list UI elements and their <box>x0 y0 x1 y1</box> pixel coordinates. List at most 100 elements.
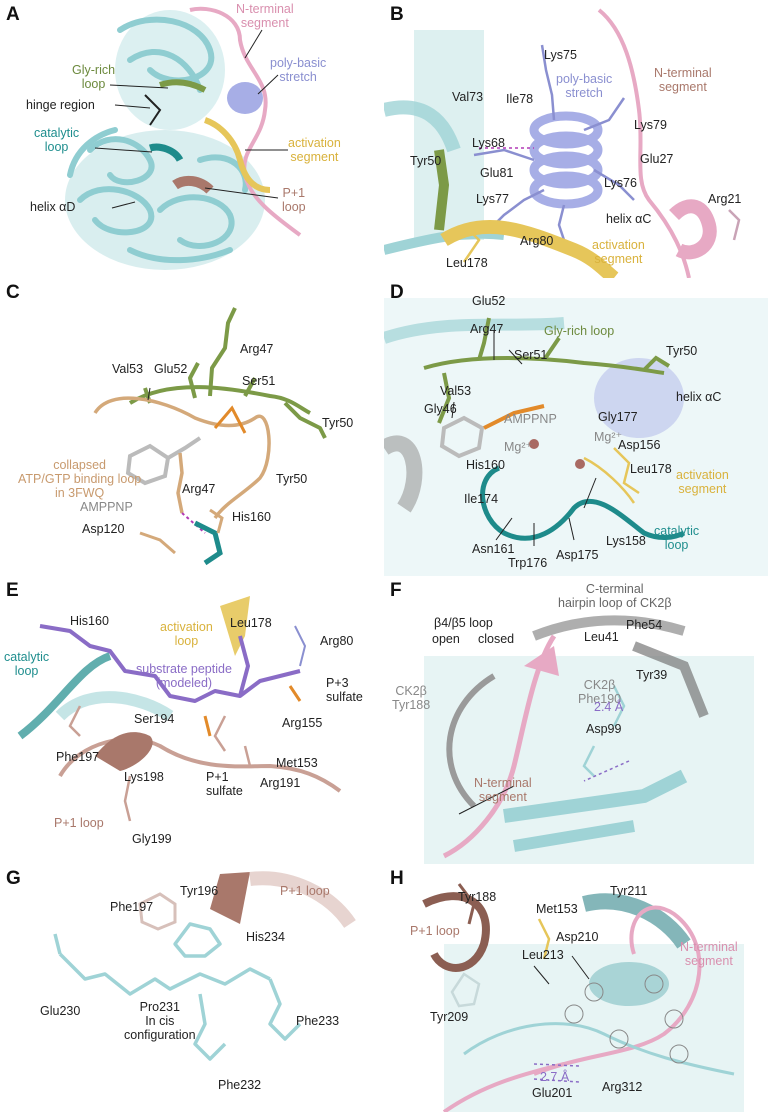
label-catalytic-loop-d: catalytic loop <box>654 524 700 552</box>
label-leu213: Leu213 <box>522 948 564 962</box>
label-n-terminal-segment: N-terminal segment <box>236 2 294 30</box>
panel-c-structure <box>93 307 327 566</box>
label-arg21: Arg21 <box>708 192 742 206</box>
label-closed: closed <box>478 632 515 646</box>
label-activation-segment-b: activation segment <box>592 238 645 266</box>
label-lys198: Lys198 <box>124 770 164 784</box>
label-gly-rich-loop-d: Gly-rich loop <box>544 324 615 338</box>
label-tyr196: Tyr196 <box>180 884 219 898</box>
panel-g-letter: G <box>6 868 21 889</box>
label-phe197: Phe197 <box>56 750 100 764</box>
label-arg47-c: Arg47 <box>182 482 216 496</box>
label-pro231: Pro231 In cis configuration <box>124 1000 196 1042</box>
label-asp156: Asp156 <box>618 438 661 452</box>
label-arg80-e: Arg80 <box>320 634 354 648</box>
label-lys79: Lys79 <box>634 118 667 132</box>
label-glu52-c: Glu52 <box>154 362 188 376</box>
label-activation-segment-d: activation segment <box>676 468 729 496</box>
label-helix-ac-d: helix αC <box>676 390 722 404</box>
label-ser51-c: Ser51 <box>242 374 276 388</box>
label-arg47-d: Arg47 <box>470 322 504 336</box>
panel-b: B Lys75 Val73 Ile78 poly-basic stretch N… <box>384 0 768 278</box>
panel-b-structure <box>384 8 741 278</box>
label-open: open <box>432 632 460 646</box>
label-catalytic-loop-e: catalytic loop <box>4 650 50 678</box>
label-ser51-d: Ser51 <box>514 348 548 362</box>
label-p1-loop-e: P+1 loop <box>54 816 104 830</box>
panel-c: C Val53 Glu52 Arg47 Ser51 Tyr50 collapse… <box>0 278 384 576</box>
label-met153: Met153 <box>276 756 318 770</box>
label-glu52-d: Glu52 <box>472 294 506 308</box>
label-arg155: Arg155 <box>282 716 323 730</box>
label-glu27: Glu27 <box>640 152 674 166</box>
label-lys158: Lys158 <box>606 534 646 548</box>
label-tyr50-b: Tyr50 <box>410 154 442 168</box>
label-val73: Val73 <box>452 90 484 104</box>
label-tyr50-d: Tyr50 <box>666 344 698 358</box>
label-distance-h: 2.7 Å <box>540 1070 570 1084</box>
label-catalytic-loop: catalytic loop <box>34 126 80 154</box>
label-asp120: Asp120 <box>82 522 125 536</box>
label-mg-right: Mg²⁺ <box>594 430 623 444</box>
label-leu41: Leu41 <box>584 630 619 644</box>
label-his160-e: His160 <box>70 614 109 628</box>
label-asp175: Asp175 <box>556 548 599 562</box>
label-poly-basic-stretch-b: poly-basic stretch <box>556 72 613 100</box>
label-tyr211: Tyr211 <box>610 884 648 898</box>
label-p1-sulfate: P+1 sulfate <box>206 770 243 798</box>
label-arg80: Arg80 <box>520 234 554 248</box>
label-val53-d: Val53 <box>440 384 472 398</box>
label-substrate-peptide: substrate peptide (modeled) <box>136 662 232 690</box>
panel-h-letter: H <box>390 868 404 889</box>
label-helix-ac-b: helix αC <box>606 212 652 226</box>
label-phe233: Phe233 <box>296 1014 340 1028</box>
label-amppnp-c: AMPPNP <box>80 500 133 514</box>
panel-e-structure <box>17 596 342 822</box>
label-his160-d: His160 <box>466 458 505 472</box>
label-gly199: Gly199 <box>132 832 172 846</box>
label-asp210: Asp210 <box>556 930 599 944</box>
label-tyr50-c-top: Tyr50 <box>322 416 354 430</box>
label-asp99: Asp99 <box>586 722 622 736</box>
panel-a-structure <box>65 6 302 270</box>
label-arg191: Arg191 <box>260 776 301 790</box>
label-asn161: Asn161 <box>472 542 515 556</box>
label-helix-ad: helix αD <box>30 200 76 214</box>
panel-d-structure <box>384 298 768 576</box>
panel-g-structure <box>53 871 356 1061</box>
panel-h: H Tyr188 Met153 Tyr211 P+1 loop Asp210 L… <box>384 864 768 1112</box>
panel-a-letter: A <box>6 4 20 25</box>
label-activation-segment: activation segment <box>288 136 341 164</box>
label-tyr39: Tyr39 <box>636 668 668 682</box>
panel-e: E His160 activation loop catalytic loop … <box>0 576 384 864</box>
label-glu81: Glu81 <box>480 166 514 180</box>
label-poly-basic-stretch: poly-basic stretch <box>270 56 327 84</box>
panel-f-structure <box>424 615 754 864</box>
label-n-terminal-segment-h: N-terminal segment <box>680 940 738 968</box>
label-ck2b-tyr188: CK2β Tyr188 <box>392 684 431 712</box>
panel-f-letter: F <box>390 580 402 601</box>
label-phe54: Phe54 <box>626 618 663 632</box>
label-tyr50-c-bottom: Tyr50 <box>276 472 308 486</box>
label-phe232: Phe232 <box>218 1078 262 1092</box>
label-phe197-g: Phe197 <box>110 900 154 914</box>
label-hinge-region: hinge region <box>26 98 95 112</box>
label-ser194: Ser194 <box>134 712 175 726</box>
label-ile78: Ile78 <box>506 92 534 106</box>
label-mg-left: Mg²⁺ <box>504 440 533 454</box>
label-arg312: Arg312 <box>602 1080 643 1094</box>
label-gly-rich-loop: Gly-rich loop <box>72 63 116 91</box>
label-p1-loop: P+1 loop <box>282 186 306 214</box>
label-his160-c: His160 <box>232 510 271 524</box>
label-p3-sulfate: P+3 sulfate <box>326 676 363 704</box>
label-distance-f: 2.4 Å <box>594 700 624 714</box>
panel-f: F C-terminal hairpin loop of CK2β β4/β5 … <box>384 576 768 864</box>
label-leu178-e: Leu178 <box>230 616 272 630</box>
label-met153-h: Met153 <box>536 902 578 916</box>
label-amppnp-d: AMPPNP <box>504 412 557 426</box>
label-p1-loop-h: P+1 loop <box>410 924 460 938</box>
label-gly46: Gly46 <box>424 402 457 416</box>
panel-b-letter: B <box>390 4 404 25</box>
label-leu178-d: Leu178 <box>630 462 672 476</box>
label-collapsed-loop: collapsed ATP/GTP binding loop in 3FWQ <box>18 458 142 500</box>
